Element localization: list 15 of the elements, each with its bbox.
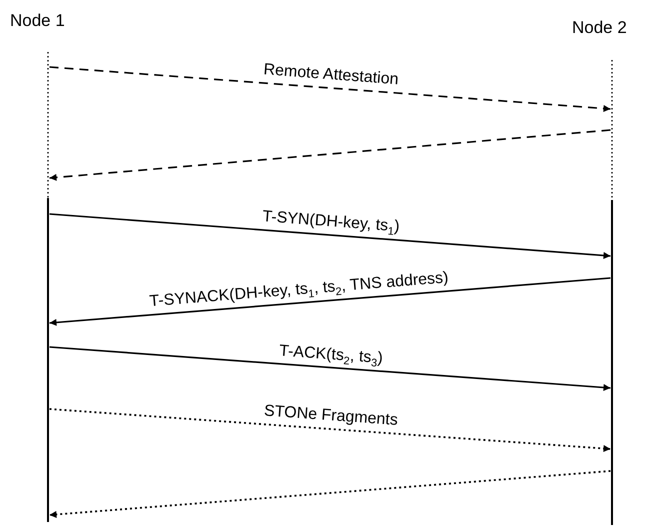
edge-label: T-ACK(ts$_{2}$, ts$_{3}$) <box>278 342 384 368</box>
edge-label: STONe Fragments <box>263 402 398 430</box>
message-arrow <box>49 346 611 391</box>
message-arrow <box>49 470 611 518</box>
participant-label: Node 2 <box>572 19 627 36</box>
edge-label: T-SYN(DH-key, ts$_{1}$) <box>262 208 400 236</box>
message-arrow <box>49 277 611 326</box>
participant-label: Node 1 <box>10 12 65 29</box>
lifeline <box>46 52 50 522</box>
edge-label: Remote Attestation <box>262 61 400 89</box>
message-arrow <box>49 129 611 181</box>
message-arrow <box>49 213 611 259</box>
message-arrow <box>49 66 611 112</box>
lifeline <box>610 60 614 525</box>
message-arrow <box>49 408 611 452</box>
